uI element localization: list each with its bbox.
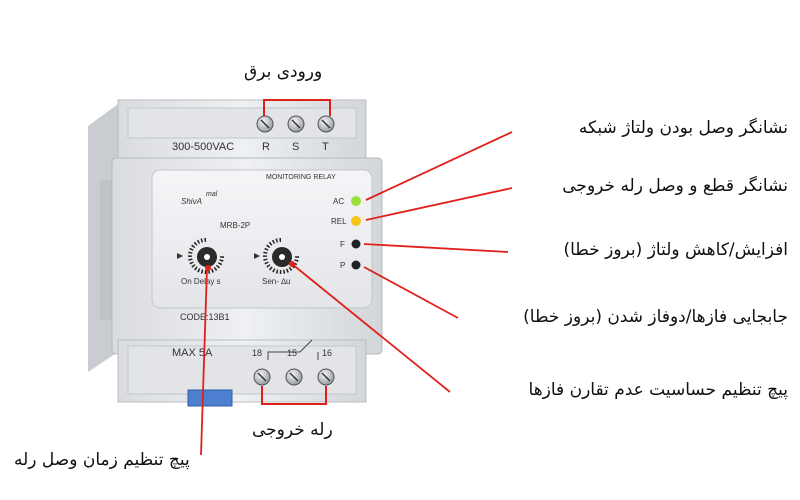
label-sensitivity-knob: پیچ تنظیم حساسیت عدم تقارن فازها <box>528 380 788 400</box>
delay-knob-center <box>204 254 210 260</box>
screw-slot-15 <box>289 372 299 382</box>
terminal-label-t: T <box>322 141 329 153</box>
led-label-ac: AC <box>333 197 344 206</box>
label-p-indicator: جابجایی فازها/دوفاز شدن (بروز خطا) <box>523 307 788 327</box>
sens-knob-pointer-icon <box>254 253 260 259</box>
screw-slot-t <box>321 119 331 129</box>
callout-dot-delay <box>205 265 211 271</box>
label-delay-knob: پیچ تنظیم زمان وصل رله <box>14 450 190 470</box>
p-led <box>351 260 361 270</box>
delay-knob[interactable] <box>177 238 224 274</box>
power-input-bracket <box>263 99 331 116</box>
screw-slot-r <box>260 119 270 129</box>
brand-left-text: ShivA <box>181 197 202 206</box>
front-panel <box>151 169 373 309</box>
screw-slot-s <box>291 119 301 129</box>
callout-line-ac <box>365 131 513 201</box>
callout-line-f <box>363 243 509 253</box>
output-label-15: 15 <box>287 348 297 358</box>
terminal-label-s: S <box>292 141 299 153</box>
callout-dots <box>205 261 295 271</box>
sens-knob-center <box>279 254 285 260</box>
panel-header-text: MONITORING RELAY <box>266 174 336 181</box>
delay-knob-label: On Delay s <box>181 277 221 286</box>
callout-lines <box>200 99 513 456</box>
relay-output-bracket <box>261 386 327 405</box>
f-led <box>351 239 361 249</box>
bottom-terminals <box>253 368 335 386</box>
led-label-rel: REL <box>331 217 347 226</box>
rel-led <box>351 216 361 226</box>
din-rail-clip <box>187 389 233 407</box>
relay-device <box>88 99 383 407</box>
output-label-16: 16 <box>322 348 332 358</box>
callout-dot-sensitivity <box>289 261 295 267</box>
sensitivity-knob[interactable] <box>254 238 299 274</box>
label-rel-indicator: نشانگر قطع و وصل رله خروجی <box>562 176 788 196</box>
led-group: AC REL F P <box>331 196 361 270</box>
relay-contact-symbol <box>267 339 319 360</box>
label-power-input: ورودی برق <box>244 62 323 82</box>
callout-line-rel <box>365 187 513 221</box>
side-label-area <box>100 180 112 320</box>
screw-slot-16 <box>321 372 331 382</box>
voltage-range-text: 300-500VAC <box>172 141 234 153</box>
sens-knob-label: Sen- ∆u <box>262 277 290 286</box>
label-ac-indicator: نشانگر وصل بودن ولتاژ شبکه <box>578 118 788 138</box>
max-current-text: MAX 5A <box>172 347 213 359</box>
label-relay-output: رله خروجی <box>252 420 333 440</box>
delay-knob-pointer-icon <box>177 253 183 259</box>
led-label-f: F <box>340 240 345 249</box>
callout-line-sensitivity <box>291 263 451 393</box>
callout-line-delay <box>200 267 208 456</box>
screw-slot-18 <box>257 372 267 382</box>
model-text: MRB-2P <box>220 221 250 230</box>
top-terminals <box>256 115 335 133</box>
output-label-18: 18 <box>252 348 262 358</box>
terminal-label-r: R <box>262 141 270 153</box>
ac-led <box>351 196 361 206</box>
label-f-indicator: افزایش/کاهش ولتاژ (بروز خطا) <box>563 240 788 260</box>
brand-right-text: mal <box>206 191 218 198</box>
led-label-p: P <box>340 261 345 270</box>
callout-line-p <box>363 266 459 319</box>
